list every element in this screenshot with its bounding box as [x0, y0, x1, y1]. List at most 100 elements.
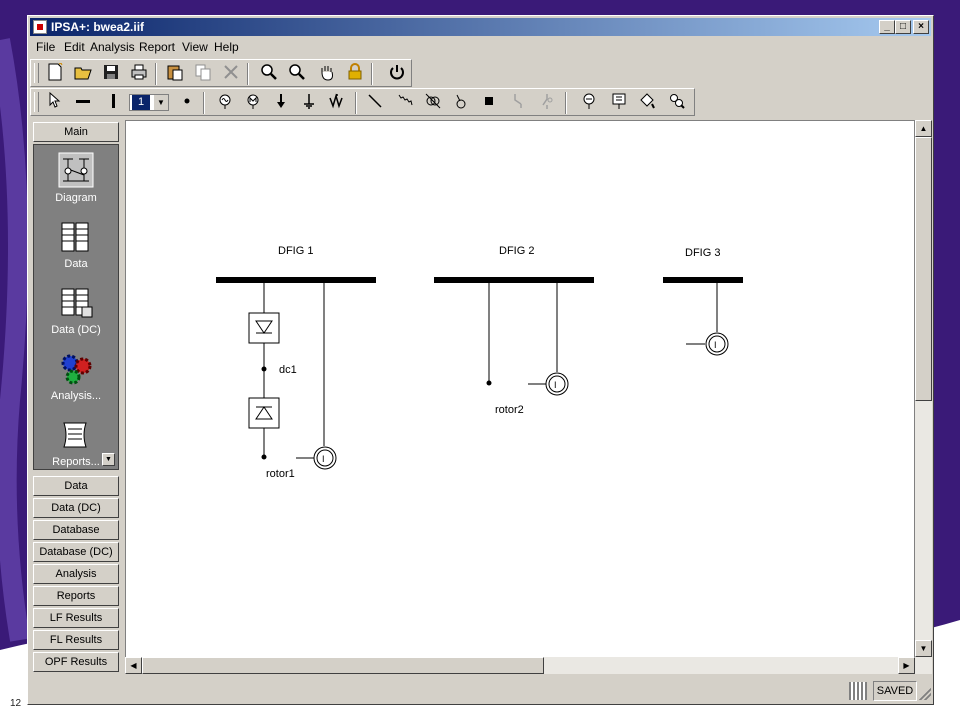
busbar-dfig3[interactable] — [663, 277, 743, 283]
panel-item-data[interactable]: Data — [34, 219, 118, 270]
panel-button-fl-results[interactable]: FL Results — [33, 630, 119, 650]
panel-item-diagram[interactable]: Diagram — [34, 151, 118, 204]
drawing-toolbar: 1 ▼ — [30, 88, 695, 116]
vertical-scrollbar[interactable]: ▲ ▼ — [915, 120, 932, 674]
scroll-left-icon[interactable]: ◀ — [125, 657, 142, 674]
menu-view[interactable]: View — [182, 40, 208, 54]
generator-icon[interactable] — [213, 92, 237, 114]
bus-label-dfig3: DFIG 3 — [685, 247, 720, 259]
panel-button-data-dc[interactable]: Data (DC) — [33, 498, 119, 518]
busbar-dfig1[interactable] — [216, 277, 376, 283]
panel-button-lf-results[interactable]: LF Results — [33, 608, 119, 628]
panel-main-button[interactable]: Main — [33, 122, 119, 142]
diagram-canvas[interactable]: DFIG 1 dc1 rotor1 I DFIG 2 rotor2 — [125, 120, 915, 674]
panel-button-reports[interactable]: Reports — [33, 586, 119, 606]
busbar-dfig2[interactable] — [434, 277, 594, 283]
resize-grip-icon[interactable] — [919, 688, 931, 700]
delete-icon[interactable] — [219, 63, 243, 85]
panel-item-label: Diagram — [55, 192, 97, 204]
chevron-down-icon[interactable]: ▼ — [154, 95, 168, 110]
fill-color-icon[interactable] — [635, 92, 659, 114]
node-label-dc1: dc1 — [279, 364, 297, 376]
minimize-button[interactable]: _ — [879, 20, 895, 34]
find-icon[interactable] — [665, 92, 689, 114]
panel-scroll-down-icon[interactable]: ▼ — [102, 453, 115, 466]
panel-item-analysis[interactable]: Analysis... — [34, 351, 118, 402]
text-box-icon[interactable] — [607, 92, 631, 114]
node-dot-icon[interactable] — [175, 92, 199, 114]
single-line-diagram: DFIG 1 dc1 rotor1 I DFIG 2 rotor2 — [216, 245, 743, 480]
node-label-rotor1: rotor1 — [266, 468, 295, 480]
panel-button-analysis[interactable]: Analysis — [33, 564, 119, 584]
diagram-icon — [58, 152, 94, 188]
paste-icon[interactable] — [163, 63, 187, 85]
horizontal-bus-icon[interactable] — [71, 92, 95, 114]
bus-label-dfig2: DFIG 2 — [499, 245, 534, 257]
node-rotor2[interactable] — [486, 380, 492, 386]
toolbar-separator — [247, 63, 249, 85]
isolator-icon[interactable] — [535, 92, 559, 114]
panel-item-label: Data — [64, 258, 88, 270]
power-icon[interactable] — [385, 63, 409, 85]
toolbar-grip[interactable] — [34, 92, 39, 112]
open-icon[interactable] — [71, 63, 95, 85]
panel-item-label: Data (DC) — [51, 324, 101, 336]
svg-text:I: I — [714, 340, 717, 350]
scroll-down-icon[interactable]: ▼ — [915, 640, 932, 657]
menu-file[interactable]: File — [36, 40, 56, 54]
line-style-select[interactable]: 1 ▼ — [129, 94, 169, 111]
panel-button-data[interactable]: Data — [33, 476, 119, 496]
select-arrow-icon[interactable] — [43, 91, 67, 114]
panel-button-database[interactable]: Database — [33, 520, 119, 540]
zoom-out-icon[interactable] — [285, 63, 309, 85]
status-grip — [849, 682, 867, 700]
load-arrow-icon[interactable] — [269, 92, 293, 114]
inverter-converter[interactable] — [248, 397, 280, 429]
lock-icon[interactable] — [343, 63, 367, 85]
print-icon[interactable] — [127, 63, 151, 85]
panel-item-label: Analysis... — [50, 390, 102, 402]
menu-help[interactable]: Help — [214, 40, 239, 54]
scroll-right-icon[interactable]: ▶ — [898, 657, 915, 674]
menu-edit[interactable]: Edit — [64, 40, 85, 54]
navigation-panel: Main Diagram Data — [31, 120, 122, 676]
switch-icon[interactable] — [507, 92, 531, 114]
transformer-icon[interactable] — [421, 92, 445, 114]
toolbar-separator — [565, 92, 567, 114]
toolbar-grip[interactable] — [34, 63, 39, 83]
panel-item-data-dc[interactable]: Data (DC) — [34, 285, 118, 336]
branch-line-icon[interactable] — [363, 92, 387, 114]
horizontal-scrollbar[interactable]: ◀ ▶ — [125, 657, 915, 674]
maximize-button[interactable]: □ — [895, 20, 911, 34]
panel-button-database-dc[interactable]: Database (DC) — [33, 542, 119, 562]
pan-hand-icon[interactable] — [315, 63, 339, 85]
cable-icon[interactable] — [393, 92, 417, 114]
annotation-icon[interactable] — [577, 92, 601, 114]
filter-icon[interactable] — [325, 92, 349, 114]
data-dc-icon — [61, 288, 93, 318]
panel-button-opf-results[interactable]: OPF Results — [33, 652, 119, 672]
copy-icon[interactable] — [191, 63, 215, 85]
scroll-up-icon[interactable]: ▲ — [915, 120, 932, 137]
breaker-icon[interactable] — [477, 92, 501, 114]
save-icon[interactable] — [99, 63, 123, 85]
panel-item-label: Reports... — [52, 456, 100, 468]
horizontal-scroll-thumb[interactable] — [142, 657, 544, 674]
title-bar[interactable]: IPSA+: bwea2.iif _ □ × — [30, 18, 931, 36]
reactor-icon[interactable] — [449, 92, 473, 114]
gears-icon — [61, 354, 92, 385]
node-rotor1[interactable] — [261, 454, 267, 460]
panel-item-reports[interactable]: Reports... — [34, 417, 118, 468]
motor-icon[interactable] — [241, 92, 265, 114]
data-table-icon — [61, 222, 89, 252]
earth-icon[interactable] — [297, 92, 321, 114]
menu-analysis[interactable]: Analysis — [90, 40, 135, 54]
new-icon[interactable] — [43, 62, 67, 85]
vertical-bus-icon[interactable] — [101, 92, 125, 114]
close-button[interactable]: × — [913, 20, 929, 34]
zoom-in-icon[interactable] — [257, 63, 281, 85]
vertical-scroll-thumb[interactable] — [915, 137, 932, 401]
node-dc1[interactable] — [261, 366, 267, 372]
toolbar-separator — [203, 92, 205, 114]
menu-report[interactable]: Report — [139, 40, 176, 54]
